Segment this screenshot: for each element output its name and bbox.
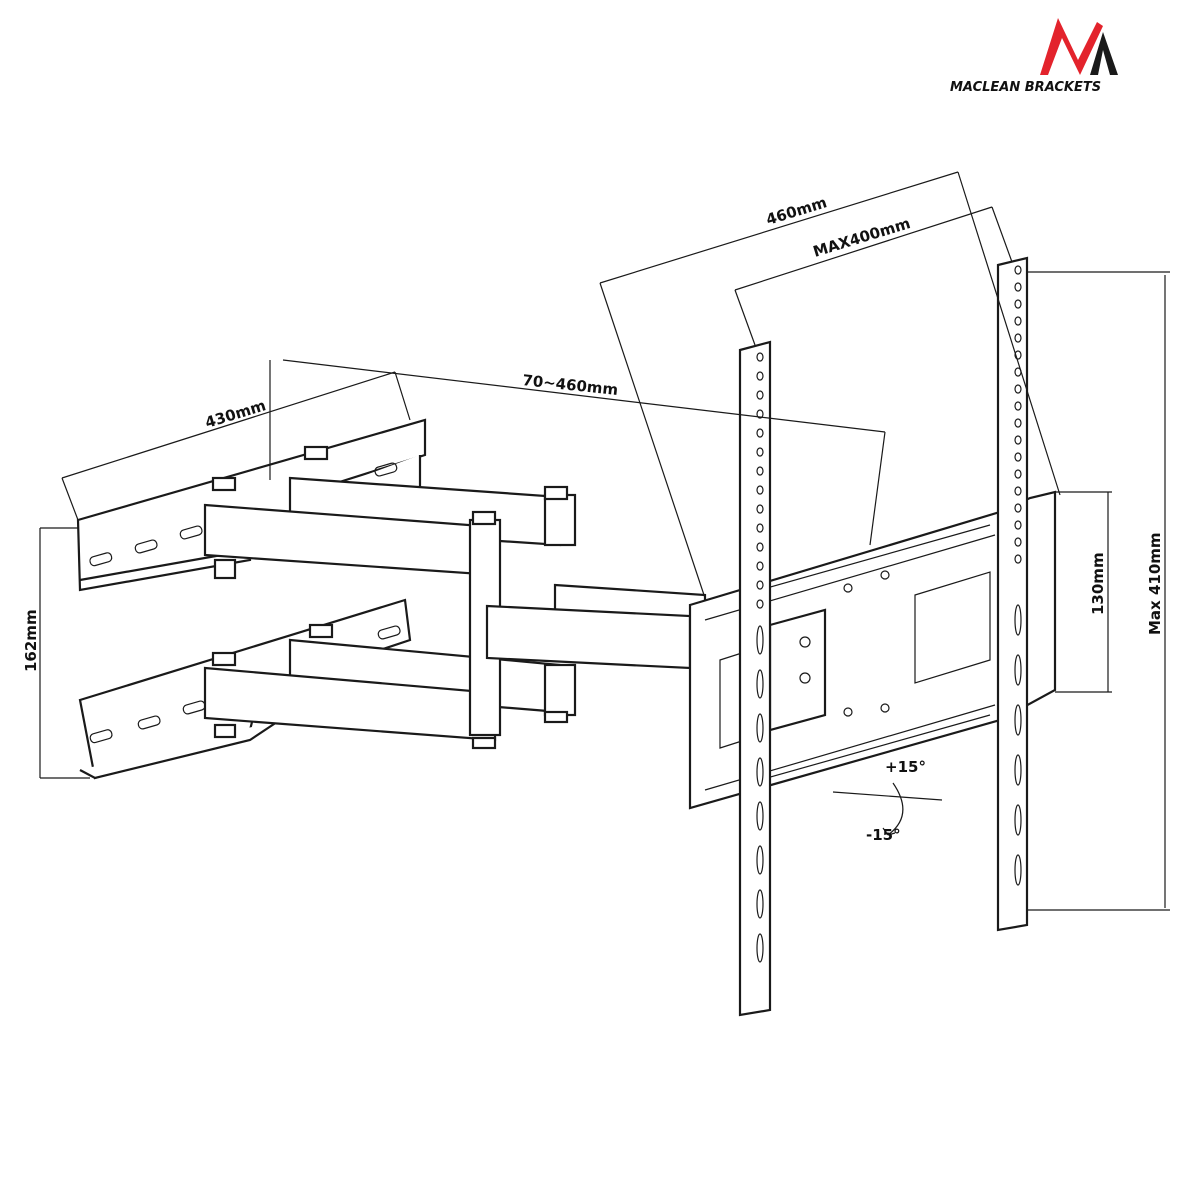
rail-hole <box>1014 299 1022 309</box>
rail-hole <box>756 542 764 552</box>
rail-hole <box>756 485 764 495</box>
logo-text: MACLEAN BRACKETS <box>950 80 1101 95</box>
rail-hole <box>1014 704 1022 736</box>
rail-hole <box>756 504 764 514</box>
dim-162: 162mm <box>22 609 40 672</box>
rail-hole <box>1014 350 1022 360</box>
rail-hole <box>1014 435 1022 445</box>
rail-hole <box>756 801 764 831</box>
rail-hole <box>756 625 764 655</box>
rail-hole <box>756 845 764 875</box>
rail-hole <box>756 561 764 571</box>
vesa-rails <box>738 256 1029 1017</box>
rail-hole <box>756 466 764 476</box>
rail-hole <box>756 352 764 362</box>
dim-max410: Max 410mm <box>1146 532 1164 635</box>
rail-hole <box>1014 503 1022 513</box>
rail-hole <box>1014 654 1022 686</box>
rail-hole <box>1014 282 1022 292</box>
rail-hole <box>1014 486 1022 496</box>
rail-hole <box>756 447 764 457</box>
rail-hole <box>756 933 764 963</box>
dim-460: 460mm <box>764 193 829 229</box>
rail-hole <box>1014 418 1022 428</box>
rail-hole <box>1014 604 1022 636</box>
dim-430: 430mm <box>203 396 268 432</box>
rail-hole <box>756 599 764 609</box>
rail-hole <box>1014 316 1022 326</box>
dimension-lines <box>39 171 1170 911</box>
rail-hole <box>1014 384 1022 394</box>
rail-hole <box>756 713 764 743</box>
rail-hole <box>756 390 764 400</box>
rail-hole <box>756 409 764 419</box>
maclean-logo: MACLEAN BRACKETS <box>950 18 1118 95</box>
rail-hole <box>1014 804 1022 836</box>
tilt-down-label: -15° <box>866 826 901 844</box>
rail-hole <box>1014 333 1022 343</box>
rail-hole <box>756 523 764 533</box>
rail-hole <box>1014 469 1022 479</box>
tilt-up-label: +15° <box>885 758 926 776</box>
rail-hole <box>1014 452 1022 462</box>
rail-hole <box>1014 265 1022 275</box>
rail-hole <box>756 669 764 699</box>
rail-hole <box>1014 520 1022 530</box>
rail-hole <box>756 580 764 590</box>
rail-hole <box>1014 854 1022 886</box>
rail-hole <box>756 889 764 919</box>
rail-hole <box>1014 554 1022 564</box>
rail-hole <box>1014 401 1022 411</box>
rail-hole <box>1014 754 1022 786</box>
rail-hole <box>756 428 764 438</box>
rail-hole <box>756 371 764 381</box>
dim-130: 130mm <box>1089 552 1107 615</box>
articulating-arms <box>203 445 707 750</box>
rail-hole <box>1014 537 1022 547</box>
rail-hole <box>756 757 764 787</box>
